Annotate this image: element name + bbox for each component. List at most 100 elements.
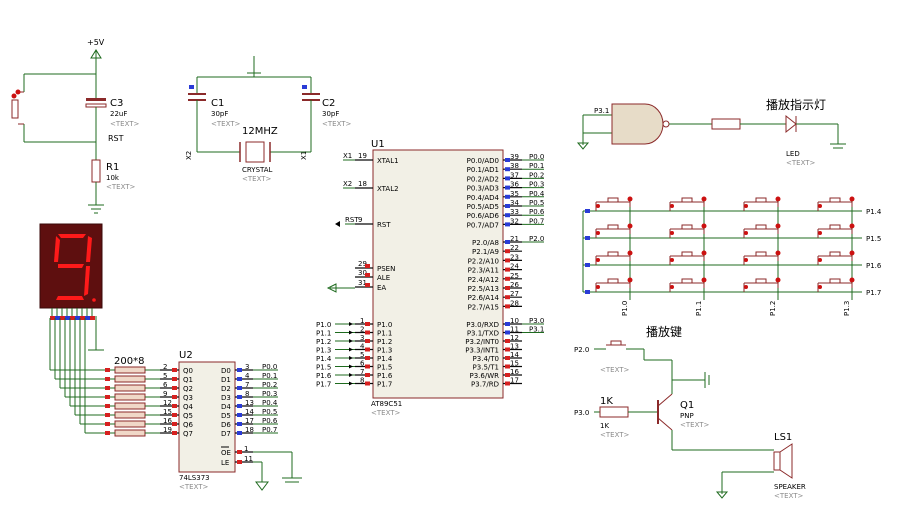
keypad-button[interactable] [607,251,619,257]
keypad-button[interactable] [607,224,619,230]
mcu-pin-number: 26 [510,281,519,289]
latch-pin-number: 9 [163,390,167,398]
latch-pin-name: D1 [221,376,231,384]
latch-pin-name: Q6 [183,421,194,429]
keypad-button[interactable] [829,224,841,230]
mcu-pin-number: 9 [358,216,362,224]
array-resistor [114,402,146,410]
latch-pin-number: 15 [163,408,172,416]
pin-state-marker [172,413,177,417]
mcu-pin-name: P0.5/AD5 [467,203,499,211]
latch-pin-name: Q1 [183,376,193,384]
r1-value: 10k [106,174,120,182]
pin-state-marker [365,339,370,343]
pin-state-marker [237,386,242,390]
led-icon [785,114,797,134]
mcu-pin-number: 2 [360,326,364,334]
mcu-pin-name: ALE [377,274,390,282]
keypad-button[interactable] [755,278,767,284]
mcu-pin-name: P3.3/INT1 [465,347,499,355]
pin-state-marker [105,386,110,390]
pin-state-marker [365,347,370,352]
keypad-button[interactable] [681,251,693,257]
pin-state-marker [505,158,510,162]
mcu-pin-name: P3.7/RD [471,381,499,389]
keypad-button[interactable] [607,278,619,284]
keypad-button[interactable] [681,278,693,284]
keypad-button[interactable] [829,197,841,203]
pin-state-marker [172,395,177,399]
play-key-section: 播放键 P2.0 <TEXT> [574,324,682,374]
latch-pin-number: 17 [245,417,254,425]
mcu-pin-name: P3.0/RXD [466,321,499,329]
latch-pin-number: 13 [245,399,254,407]
reset-pin-dot [15,89,21,95]
latch-pin-number: 7 [245,381,249,389]
latch-pin-number: 3 [245,363,249,371]
keypad-button[interactable] [755,197,767,203]
array-resistor [114,420,146,428]
mcu-pin-number: 17 [510,377,519,385]
keypad-button[interactable] [755,224,767,230]
keypad-button[interactable] [681,197,693,203]
oscillator-section: C1 30pF <TEXT> C2 30pF <TEXT> 12MHZ CRYS… [185,56,352,183]
keypad-row-label: P1.5 [866,235,881,243]
amp-r-text: <TEXT> [600,431,630,439]
pin-state-marker [90,316,95,320]
mcu-net-label: P0.4 [529,190,545,198]
pin-state-marker [105,422,110,426]
pin-state-marker [172,368,177,372]
latch-pin-number: 18 [245,426,254,434]
latch-pin-name: D6 [221,421,231,429]
keypad-button[interactable] [755,251,767,257]
amp-net: P3.0 [574,409,589,417]
pin-state-marker [85,316,90,320]
vcc-arrow-icon [90,49,102,59]
mcu-pin-name: P2.3/A11 [468,267,499,275]
mcu-pin-name: P1.1 [377,330,392,338]
pin-state-marker [237,422,242,426]
latch-pin-number: 16 [163,417,172,425]
pin-state-marker [585,263,590,267]
mcu-pin-name: P3.4/T0 [473,355,499,363]
reset-button[interactable] [11,99,19,119]
c1-ref: C1 [211,98,224,109]
pin-state-marker [505,339,510,343]
mcu-pin-number: 13 [510,343,519,351]
keypad-button[interactable] [607,197,619,203]
speaker-type: SPEAKER [774,483,806,491]
mcu-pin-number: 22 [510,244,519,252]
mcu-pin-number: 32 [510,217,519,225]
vcc-label: +5V [87,38,105,47]
keypad-row-label: P1.4 [866,208,882,216]
mcu-pin-number: 4 [360,343,365,351]
c2-value: 30pF [322,110,339,118]
play-key-button[interactable] [610,340,622,346]
latch-pin-name: D4 [221,403,231,411]
c3-plate [85,103,107,108]
speaker-icon [779,443,793,479]
mcu-net-label: P3.1 [529,326,544,334]
latch-pin-name: Q5 [183,412,193,420]
latch-pin-name: D2 [221,385,231,393]
pin-state-marker [105,404,110,408]
mcu-net-label: P3.0 [529,317,544,325]
pin-state-marker [505,267,510,272]
mcu-pin-name: EA [377,284,386,292]
keypad-button[interactable] [829,278,841,284]
mcu-pin-name: P1.4 [377,355,393,363]
pin-state-marker [505,185,510,190]
keypad-button[interactable] [681,224,693,230]
latch-pin-number: 6 [163,381,168,389]
gate-net-label: P3.1 [594,107,609,115]
pin-state-marker [505,222,510,227]
mcu-pin-number: 5 [360,351,364,359]
c3-plate [86,98,106,101]
mcu-net-label: P0.7 [529,217,544,225]
pin-state-marker [505,347,510,352]
mcu-pin-name: P2.6/A14 [468,294,500,302]
pin-state-marker [365,330,370,335]
keypad-button[interactable] [829,251,841,257]
